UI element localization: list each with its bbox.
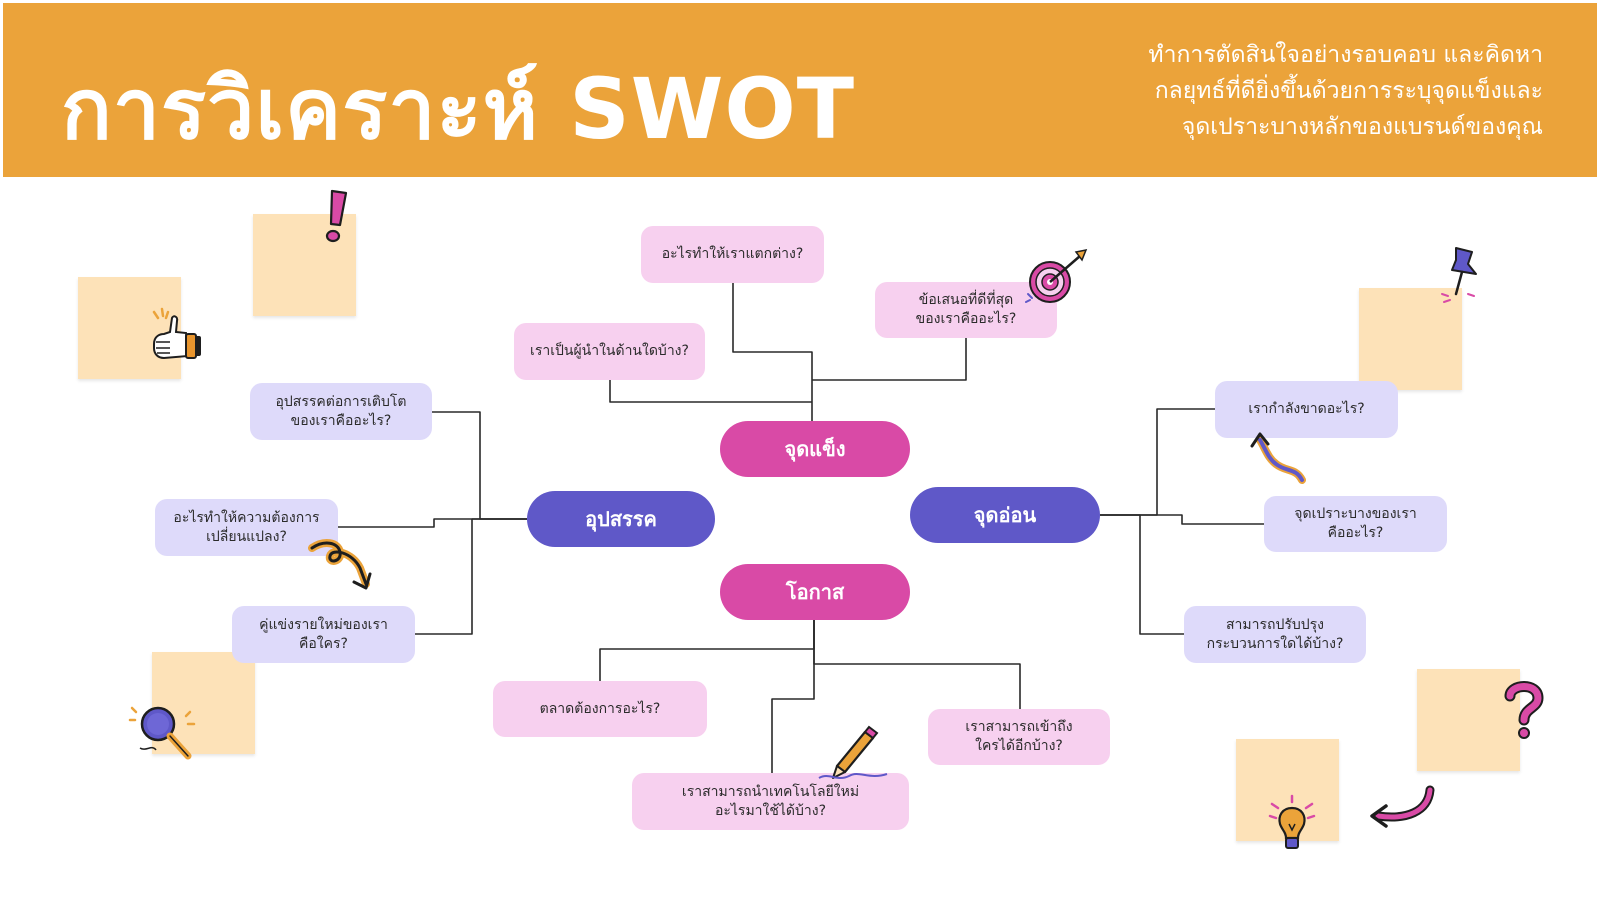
connector-line	[609, 380, 812, 403]
connector-line	[1100, 514, 1264, 525]
magnifier-icon	[128, 706, 196, 760]
connector-line	[812, 337, 967, 381]
subtitle-line: ทำการตัดสินใจอย่างรอบคอบ และคิดหา	[1148, 42, 1543, 68]
opportunity-question-market-needs: ตลาดต้องการอะไร?	[493, 681, 707, 737]
hub-strengths: จุดแข็ง	[720, 421, 910, 477]
pushpin-icon	[1441, 247, 1477, 303]
subtitle-line: จุดเปราะบางหลักของแบรนด์ของคุณ	[1181, 114, 1543, 140]
hub-opportunities: โอกาส	[720, 564, 910, 620]
strength-question-differentiator: อะไรทำให้เราแตกต่าง?	[641, 226, 824, 283]
header-banner: การวิเคราะห์ SWOT ทำการตัดสินใจอย่างรอบค…	[3, 3, 1597, 177]
curved-arrow-icon	[308, 539, 372, 590]
connector-line	[771, 620, 815, 773]
curved-arrow-icon	[1370, 785, 1435, 828]
lightbulb-icon	[1268, 794, 1316, 849]
connector-line	[1100, 408, 1215, 516]
connector-line	[432, 411, 527, 520]
connector-line	[338, 518, 527, 528]
page-title: การวิเคราะห์ SWOT	[61, 60, 856, 158]
sticky-note	[78, 277, 181, 379]
question-mark-icon	[1504, 681, 1544, 739]
pencil-icon	[818, 725, 888, 779]
hub-threats: อุปสรรค	[527, 491, 715, 547]
strength-question-best-offer: ข้อเสนอที่ดีที่สุด ของเราคืออะไร?	[875, 282, 1057, 338]
threat-question-demand-change: อะไรทำให้ความต้องการ เปลี่ยนแปลง?	[155, 499, 338, 556]
target-icon	[1025, 248, 1088, 303]
weakness-question-lacking: เรากำลังขาดอะไร?	[1215, 381, 1398, 438]
connector-line	[599, 620, 815, 681]
curved-arrow-icon	[1250, 432, 1306, 484]
thumbs-up-icon	[152, 307, 201, 360]
hub-weaknesses: จุดอ่อน	[910, 487, 1100, 543]
weakness-question-vulnerabilities: จุดเปราะบางของเรา คืออะไร?	[1264, 496, 1447, 552]
exclamation-icon	[325, 189, 348, 243]
sticky-note	[1359, 288, 1462, 390]
opportunity-question-new-technology: เราสามารถนำเทคโนโลยีใหม่ อะไรมาใช้ได้บ้า…	[632, 773, 909, 830]
subtitle-line: กลยุทธ์ที่ดียิ่งขึ้นด้วยการระบุจุดแข็งแล…	[1154, 78, 1543, 104]
connector-line	[732, 283, 813, 421]
sticky-note	[253, 214, 356, 316]
connector-line	[1100, 514, 1184, 635]
page-subtitle: ทำการตัดสินใจอย่างรอบคอบ และคิดหา กลยุทธ…	[1023, 37, 1543, 145]
opportunity-question-reach: เราสามารถเข้าถึง ใครได้อีกบ้าง?	[928, 709, 1110, 765]
connector-line	[415, 518, 527, 635]
weakness-question-improve-process: สามารถปรับปรุง กระบวนการใดได้บ้าง?	[1184, 606, 1366, 663]
connector-line	[813, 620, 1021, 709]
threat-question-growth-obstacles: อุปสรรคต่อการเติบโต ของเราคืออะไร?	[250, 383, 432, 440]
sticky-note	[1417, 669, 1520, 771]
strength-question-leadership: เราเป็นผู้นำในด้านใดบ้าง?	[514, 323, 705, 380]
threat-question-new-competitors: คู่แข่งรายใหม่ของเรา คือใคร?	[232, 606, 415, 663]
